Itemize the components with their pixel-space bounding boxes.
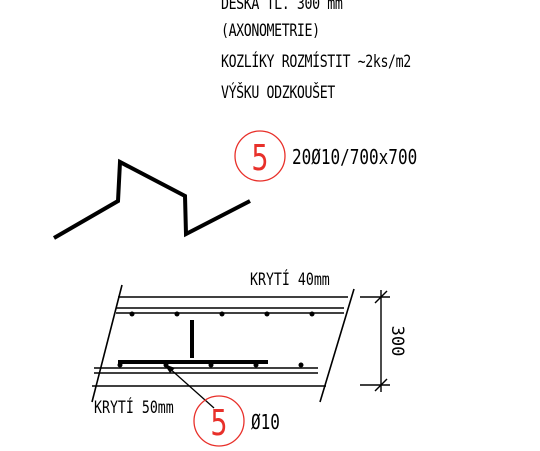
note-line-2: (AXONOMETRIE) [221,21,320,41]
rebar-dot [264,311,270,317]
note-line-4: VÝŠKU ODZKOUŠET [221,83,335,103]
dimension-tick-top [374,290,388,304]
rebar-dot [208,362,214,368]
rebar-dot [129,311,135,317]
slab-right-edge [319,288,355,403]
rebar-dot [309,311,315,317]
slab-left-edge [91,284,123,403]
bar-mark-number-bottom: 5 [210,401,227,444]
chair-bar-axonometry [52,158,251,240]
dimension-value: 300 [387,326,407,357]
rebar-dot [117,362,123,368]
bar-mark-spec: 20Ø10/700x700 [292,146,417,169]
rebar-dot [298,362,304,368]
rebar-dots [117,311,315,368]
note-line-3: KOZLÍKY ROZMÍSTIT ~2ks/m2 [221,52,411,72]
bar-mark-circle-bottom [193,395,245,447]
bar-mark-number-top: 5 [251,136,268,179]
chair-bar-shape [52,158,251,240]
slab-section [91,284,355,403]
leader-line [164,364,215,409]
rebar-dot [219,311,225,317]
cover-top-label: KRYTÍ 40mm [250,268,330,289]
rebar-dot [174,311,180,317]
rebar-dot [253,362,259,368]
cover-bottom-label: KRYTÍ 50mm [94,396,174,417]
dimension-300 [360,290,390,392]
leader [167,366,215,409]
bar-mark-circle-top [234,130,286,182]
dimension-tick-bottom [374,378,388,392]
bar-diameter-label: Ø10 [251,411,280,434]
leader-arrowhead [164,364,175,373]
note-line-1: DESKA TL. 300 mm [221,0,343,14]
